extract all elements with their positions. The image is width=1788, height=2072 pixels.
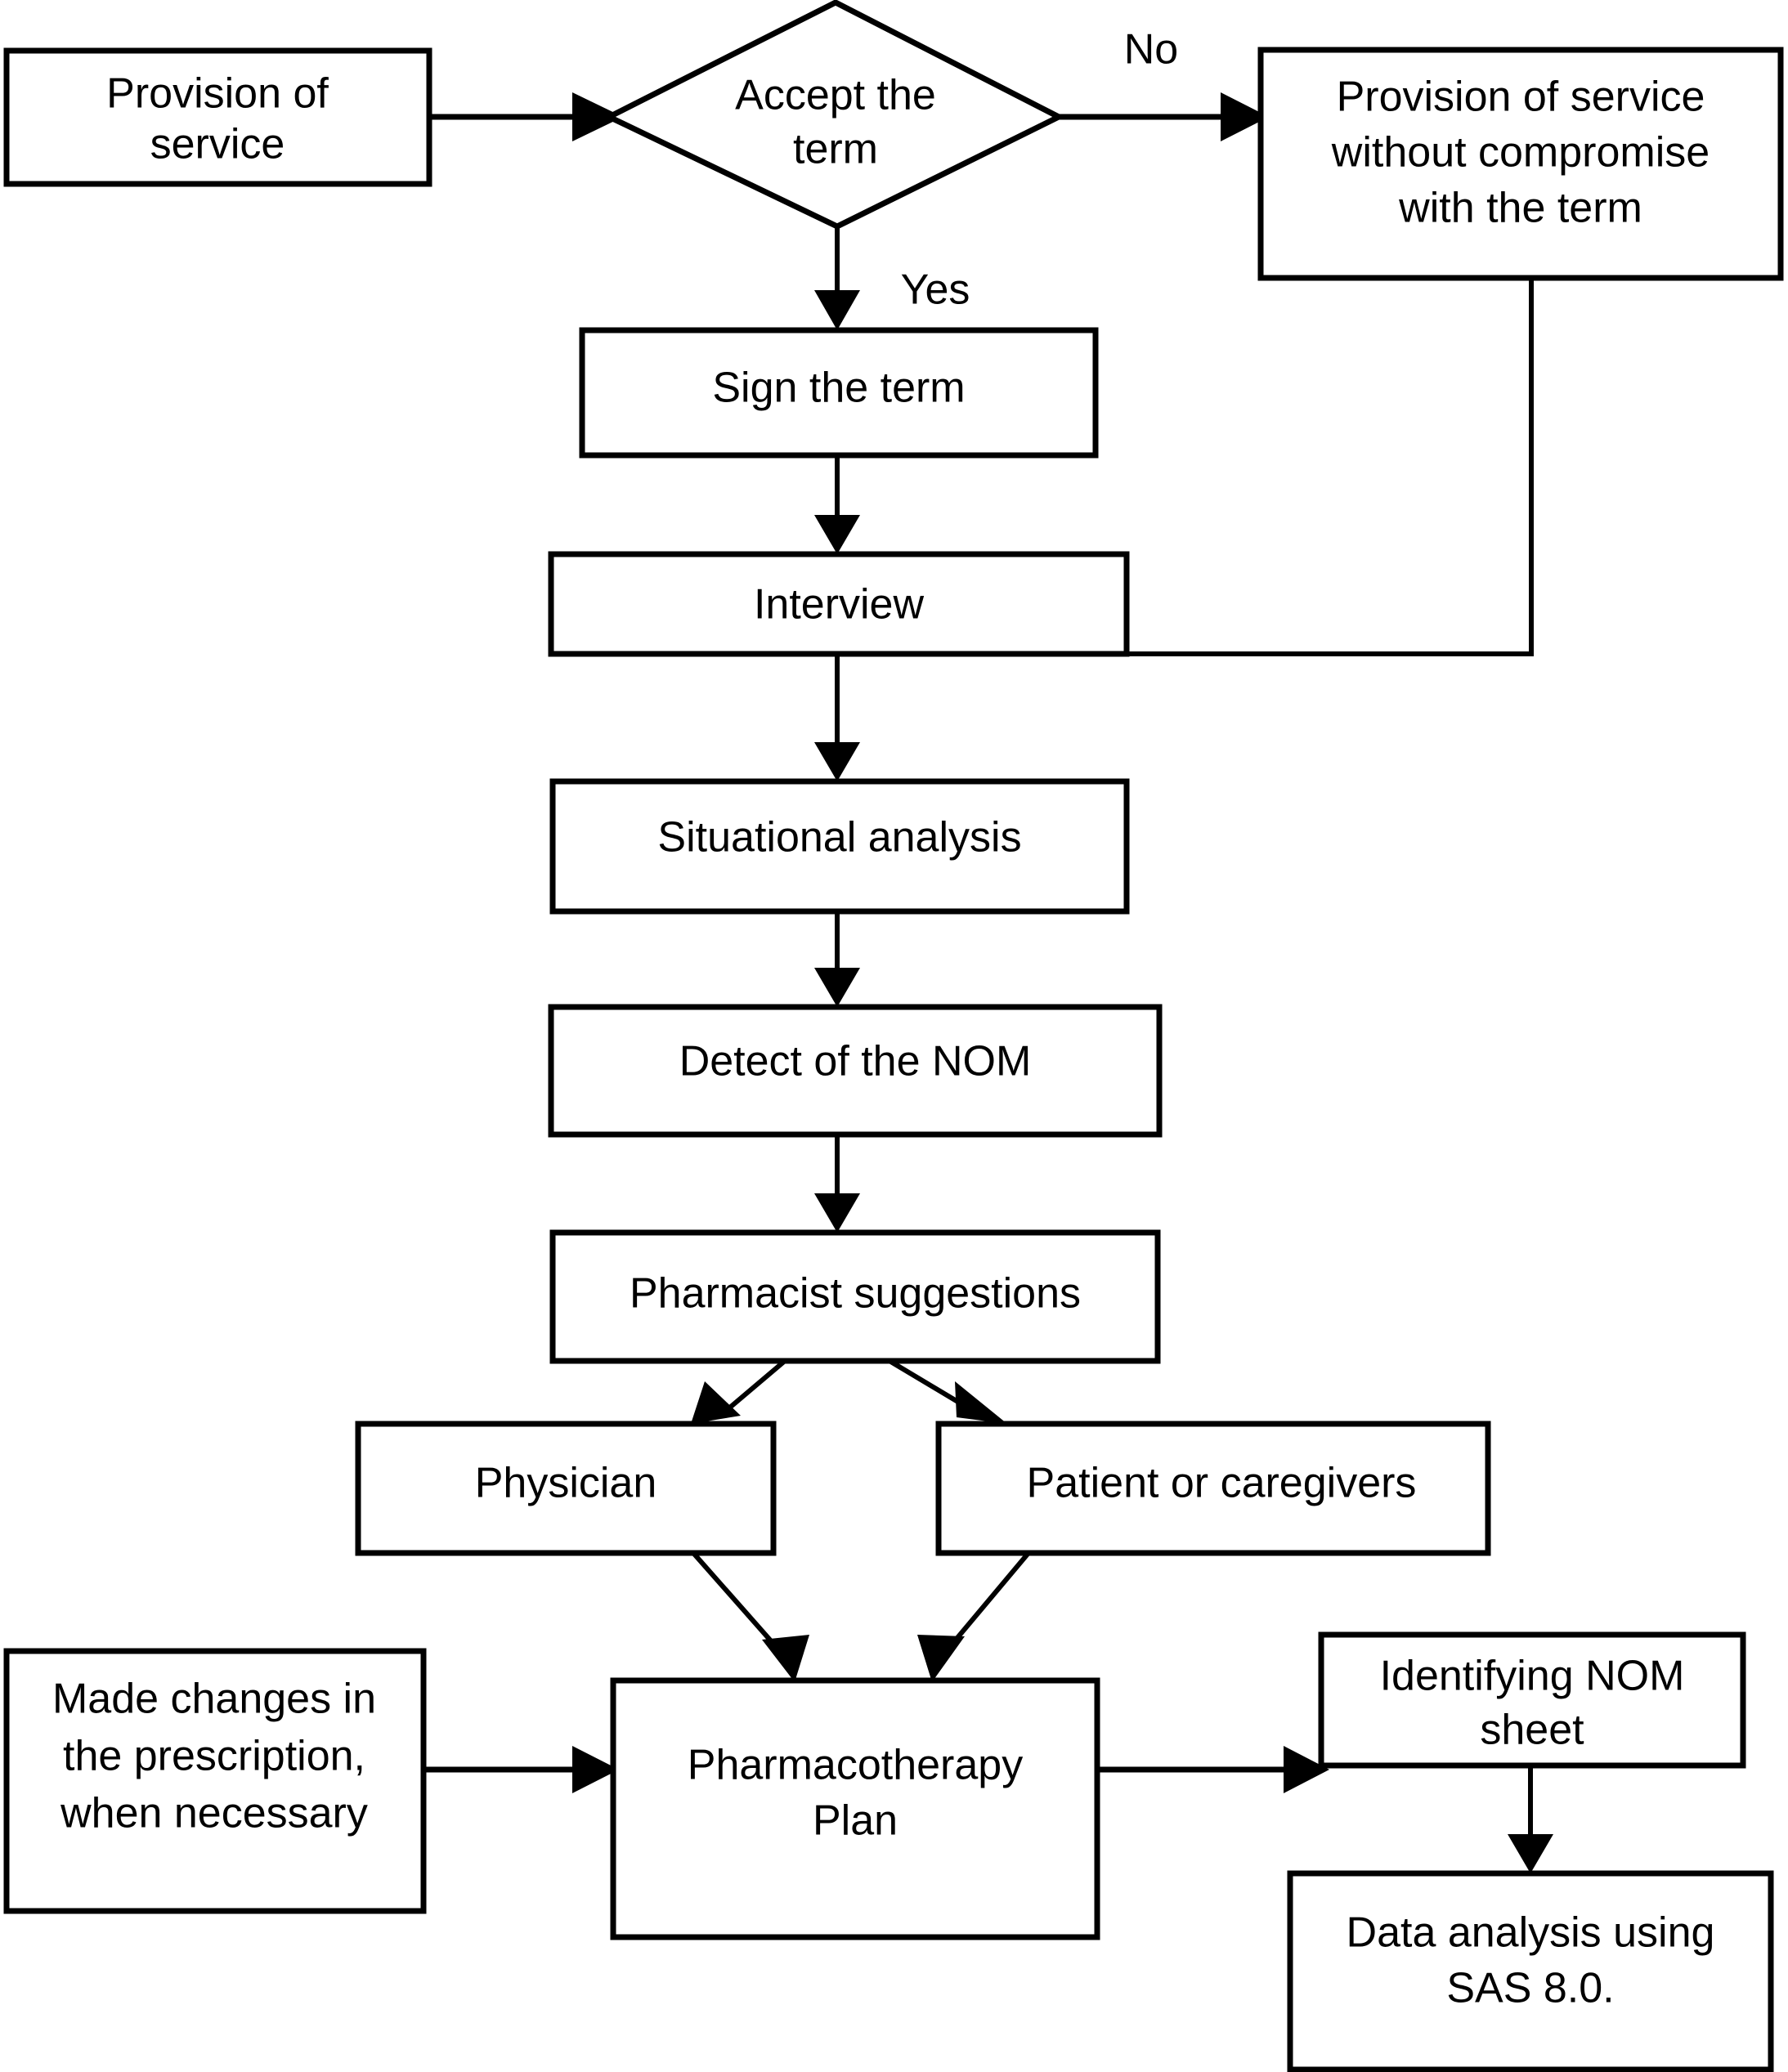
node-situational-analysis[interactable]: Situational analysis [549, 778, 1130, 915]
node-label-pharmacotherapy-plan-line2: Plan [813, 1797, 898, 1845]
node-made-changes-in-prescription[interactable]: Made changes in the prescription, when n… [3, 1648, 427, 1914]
node-provision-of-service[interactable]: Provision of service [3, 47, 432, 187]
node-label-identifying-nom-line1: Identifying NOM [1380, 1653, 1685, 1700]
node-label-made-changes-line2: the prescription, [63, 1733, 365, 1780]
node-label-provision-of-service-line2: service [150, 121, 285, 168]
edge-pharmacist-to-physician [691, 1358, 786, 1424]
node-label-without-compromise-line1: Provision of service [1337, 74, 1705, 121]
node-label-data-analysis-line2: SAS 8.0. [1446, 1965, 1614, 2012]
node-label-situational-analysis: Situational analysis [657, 814, 1021, 861]
node-label-detect-of-the-nom: Detect of the NOM [679, 1038, 1032, 1085]
edge-identifying-nom-to-data-analysis [1508, 1765, 1553, 1873]
node-pharmacotherapy-plan[interactable]: Pharmacotherapy Plan [610, 1677, 1100, 1940]
node-accept-the-term[interactable]: Accept the term [603, 0, 1065, 230]
edge-pharmacist-to-patient [888, 1358, 1007, 1424]
edge-interview-to-situational [814, 654, 860, 781]
node-label-made-changes-line3: when necessary [60, 1790, 368, 1837]
node-label-data-analysis-line1: Data analysis using [1347, 1909, 1715, 1957]
edge-detect-to-pharmacist [814, 1134, 860, 1233]
node-label-sign-the-term: Sign the term [712, 365, 965, 412]
node-physician[interactable]: Physician [355, 1421, 777, 1556]
edge-label-yes: Yes [901, 266, 970, 314]
edge-sign-to-interview [814, 455, 860, 554]
edge-plan-to-identifying-nom [1097, 1746, 1329, 1793]
node-label-accept-the-term-line1: Accept the [735, 72, 936, 119]
node-label-without-compromise-line2: without compromise [1331, 129, 1710, 177]
node-label-made-changes-line1: Made changes in [52, 1676, 376, 1723]
node-label-pharmacotherapy-plan-line1: Pharmacotherapy [688, 1742, 1023, 1789]
edge-accept-no-to-without-compromise [1059, 92, 1269, 141]
node-label-pharmacist-suggestions: Pharmacist suggestions [630, 1270, 1081, 1318]
node-label-without-compromise-line3: with the term [1398, 185, 1642, 232]
edge-situational-to-detect [814, 911, 860, 1007]
node-label-patient-or-caregivers: Patient or caregivers [1027, 1460, 1417, 1507]
edge-made-changes-to-plan [423, 1746, 619, 1793]
edge-patient-to-plan [917, 1551, 1031, 1682]
node-sign-the-term[interactable]: Sign the term [579, 327, 1099, 459]
node-label-interview: Interview [754, 581, 925, 629]
node-pharmacist-suggestions[interactable]: Pharmacist suggestions [549, 1229, 1161, 1364]
edge-accept-yes-to-sign [814, 226, 860, 330]
node-label-accept-the-term-line2: term [793, 126, 878, 173]
node-patient-or-caregivers[interactable]: Patient or caregivers [935, 1421, 1491, 1556]
edge-without-compromise-to-interview [1127, 278, 1534, 656]
node-interview[interactable]: Interview [548, 551, 1130, 657]
node-detect-of-the-nom[interactable]: Detect of the NOM [548, 1004, 1163, 1138]
node-label-provision-of-service-line1: Provision of [106, 70, 329, 118]
edge-physician-to-plan [691, 1551, 809, 1682]
node-provision-without-compromise[interactable]: Provision of service without compromise … [1257, 47, 1784, 281]
node-identifying-nom-sheet[interactable]: Identifying NOM sheet [1318, 1631, 1746, 1769]
node-label-identifying-nom-line2: sheet [1480, 1707, 1584, 1754]
node-data-analysis-sas[interactable]: Data analysis using SAS 8.0. [1287, 1870, 1774, 2072]
edge-label-no: No [1124, 26, 1178, 74]
node-label-physician: Physician [475, 1460, 657, 1507]
edge-provision-to-accept [429, 92, 623, 141]
